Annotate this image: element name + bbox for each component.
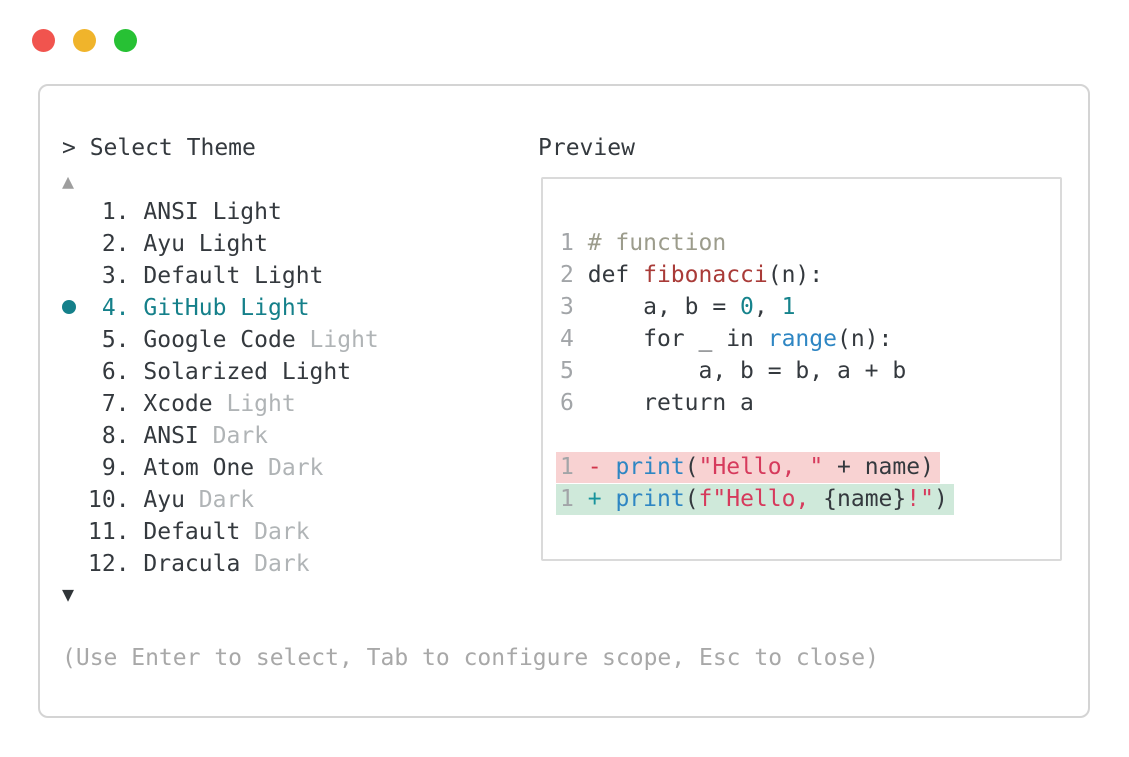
theme-list-item[interactable]: 4.GitHub Light	[40, 292, 558, 324]
code-line: 1 # function	[560, 230, 727, 256]
preview-code-box: 1 # function 2 def fibonacci(n): 3 a, b = …	[541, 177, 1062, 561]
code-lines: 1 # function 2 def fibonacci(n): 3 a, b = …	[560, 227, 1060, 419]
theme-list-item[interactable]: 2.Ayu Light	[101, 231, 268, 257]
theme-list-item[interactable]: 11.Default Dark	[88, 519, 310, 545]
scroll-down-icon[interactable]: ▼	[62, 582, 75, 606]
code-line: 3 a, b = 0, 1	[560, 294, 796, 320]
window-controls	[32, 29, 137, 52]
theme-list-item[interactable]: 10.Ayu Dark	[88, 487, 255, 513]
diff-lines: 1 - print("Hello, " + name)1 + print(f"H…	[556, 451, 1060, 515]
zoom-button[interactable]	[114, 29, 137, 52]
theme-list-item[interactable]: 1.ANSI Light	[101, 199, 282, 225]
preview-title: Preview	[538, 135, 635, 161]
keyboard-hint: (Use Enter to select, Tab to configure s…	[62, 645, 879, 671]
diff-line-added: 1 + print(f"Hello, {name}!")	[556, 483, 1060, 515]
theme-list-item[interactable]: 8.ANSI Dark	[101, 423, 269, 449]
theme-list-item[interactable]: 6.Solarized Light	[101, 359, 352, 385]
theme-list: 1.ANSI Light 2.Ayu Light 3.Default Light 4.…	[40, 196, 558, 580]
scroll-up-icon[interactable]: ▲	[62, 169, 75, 193]
theme-picker-panel: > Select Theme ▲ 1.ANSI Light 2.Ayu Light…	[38, 84, 1090, 718]
theme-list-item[interactable]: 9.Atom One Dark	[101, 455, 324, 481]
theme-list-item[interactable]: 3.Default Light	[101, 263, 324, 289]
theme-list-item[interactable]: 7.Xcode Light	[101, 391, 296, 417]
minimize-button[interactable]	[73, 29, 96, 52]
theme-list-item[interactable]: 5.Google Code Light	[101, 327, 379, 353]
code-line: 2 def fibonacci(n):	[560, 262, 824, 288]
prompt-label: > Select Theme	[62, 135, 256, 161]
selected-dot	[62, 292, 88, 324]
code-line: 4 for _ in range(n):	[560, 326, 893, 352]
code-line: 6 return a	[560, 390, 754, 416]
theme-list-item[interactable]: 12.Dracula Dark	[88, 551, 310, 577]
close-button[interactable]	[32, 29, 55, 52]
code-line: 5 a, b = b, a + b	[560, 358, 907, 384]
diff-line-removed: 1 - print("Hello, " + name)	[556, 451, 1060, 483]
